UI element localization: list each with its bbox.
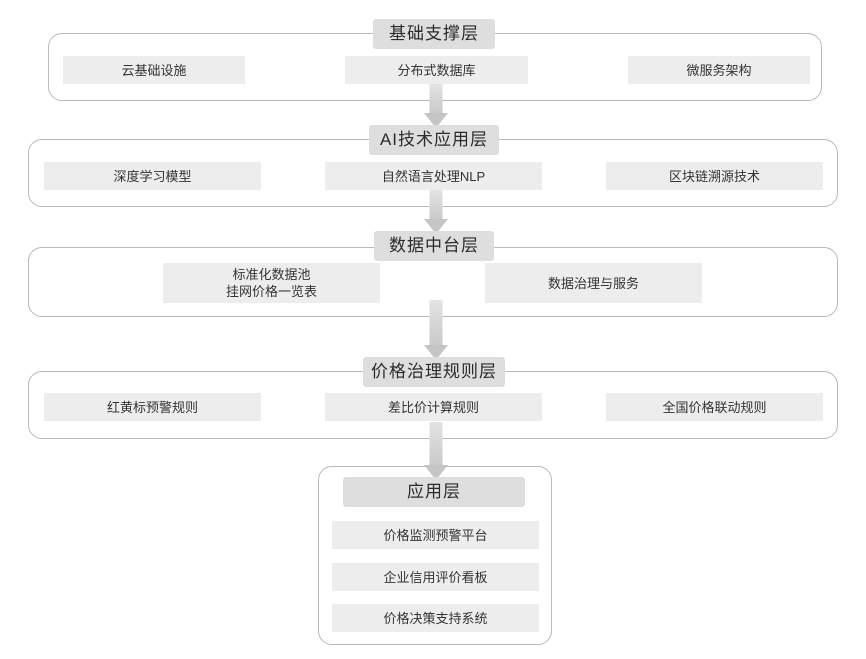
layer-title-infrastructure: 基础支撑层 [373, 19, 495, 49]
item-enterprise-credit-dashboard: 企业信用评价看板 [332, 563, 539, 591]
arrow-rules-to-application [423, 422, 449, 480]
item-nlp: 自然语言处理NLP [325, 162, 542, 190]
layer-title-price-governance-rules: 价格治理规则层 [363, 357, 505, 387]
item-national-price-linkage-rule: 全国价格联动规则 [606, 393, 823, 421]
item-red-yellow-warning-rule: 红黄标预警规则 [44, 393, 261, 421]
item-price-decision-support-system: 价格决策支持系统 [332, 604, 539, 632]
layer-title-application: 应用层 [343, 477, 525, 507]
layer-title-ai-technology: AI技术应用层 [369, 125, 499, 155]
item-deep-learning-model: 深度学习模型 [44, 162, 261, 190]
item-microservice-architecture: 微服务架构 [628, 56, 810, 84]
item-standard-data-pool: 标准化数据池 挂网价格一览表 [163, 263, 380, 303]
item-distributed-database: 分布式数据库 [345, 56, 528, 84]
item-blockchain-traceability: 区块链溯源技术 [606, 162, 823, 190]
arrow-ai-to-data [423, 190, 449, 234]
item-price-monitoring-platform: 价格监测预警平台 [332, 521, 539, 549]
arrow-data-to-rules [423, 300, 449, 360]
layer-title-data-platform: 数据中台层 [374, 231, 494, 261]
item-data-governance-service: 数据治理与服务 [485, 263, 702, 303]
item-price-ratio-rule: 差比价计算规则 [325, 393, 542, 421]
arrow-infrastructure-to-ai [423, 84, 449, 128]
item-cloud-infrastructure: 云基础设施 [63, 56, 245, 84]
